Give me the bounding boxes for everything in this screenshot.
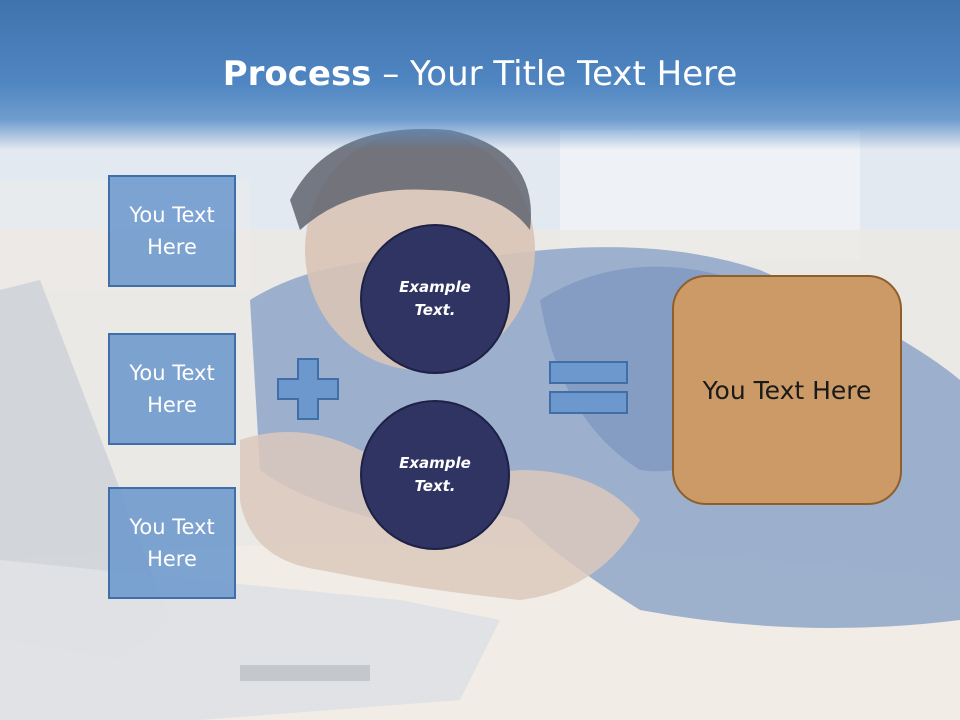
text-box-2: You Text Here xyxy=(108,333,236,445)
example-circle-1: Example Text. xyxy=(360,224,510,374)
circle-label: Example Text. xyxy=(399,454,471,495)
text-box-label: You Text Here xyxy=(129,203,215,259)
text-box-1: You Text Here xyxy=(108,175,236,287)
result-label: You Text Here xyxy=(702,375,872,405)
slide-title: Process – Your Title Text Here xyxy=(0,52,960,96)
text-box-label: You Text Here xyxy=(129,515,215,571)
header-band xyxy=(0,0,960,150)
title-bold: Process xyxy=(222,54,372,94)
equals-icon xyxy=(549,361,629,415)
text-box-3: You Text Here xyxy=(108,487,236,599)
plus-icon xyxy=(277,358,339,420)
text-box-label: You Text Here xyxy=(129,361,215,417)
example-circle-2: Example Text. xyxy=(360,400,510,550)
result-box: You Text Here xyxy=(672,275,902,505)
circle-label: Example Text. xyxy=(399,278,471,319)
title-rest: – Your Title Text Here xyxy=(371,54,738,94)
